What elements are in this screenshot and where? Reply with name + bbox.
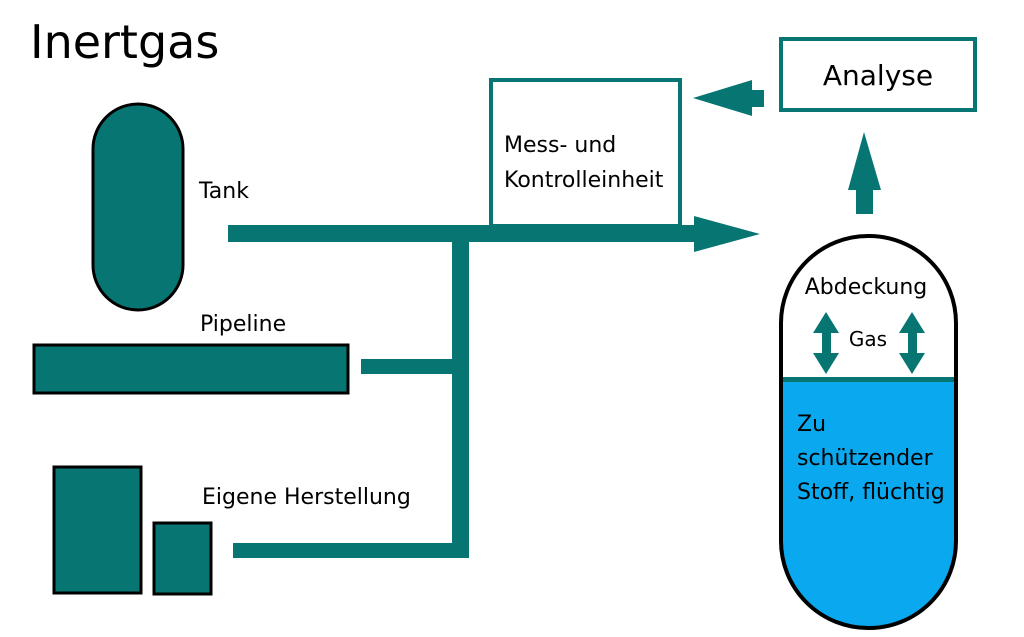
control-unit-box	[489, 78, 682, 228]
vessel-outline	[779, 234, 958, 630]
production-label: Eigene Herstellung	[202, 485, 411, 510]
sample-arrow-head	[848, 132, 881, 190]
main-pipe	[228, 225, 698, 242]
pipeline-branch	[361, 359, 461, 374]
substance-label-line2: schützender	[797, 446, 934, 471]
substance-label-line3: Stoff, flüchtig	[797, 480, 945, 505]
pipeline-shape	[32, 343, 350, 395]
blanket-label: Abdeckung	[805, 275, 928, 300]
gas-label: Gas	[849, 327, 887, 351]
tank-label: Tank	[198, 179, 249, 204]
gas-exchange-arrow-left	[813, 312, 839, 374]
feedback-arrow-head	[693, 80, 752, 116]
tank-shape	[91, 102, 185, 312]
diagram-title: Inertgas	[30, 15, 219, 69]
sample-arrow-shaft	[856, 188, 873, 214]
piping-network	[228, 216, 760, 558]
vertical-manifold	[452, 240, 469, 558]
substance-label-line1: Zu	[797, 412, 826, 437]
production-branch	[233, 543, 468, 558]
analysis-label: Analyse	[823, 59, 933, 92]
sample-arrow	[848, 132, 881, 214]
feedback-arrow	[693, 80, 764, 116]
control-unit-label-line1: Mess- und	[504, 133, 616, 158]
liquid-surface-line	[781, 377, 956, 382]
pipeline-label: Pipeline	[200, 312, 286, 337]
analysis-box	[779, 37, 977, 112]
production-block-small	[152, 521, 213, 596]
vessel-liquid	[781, 380, 956, 628]
main-flow-arrowhead	[694, 216, 760, 252]
gas-exchange-arrow-right	[899, 312, 925, 374]
control-unit-label-line2: Kontrolleinheit	[504, 168, 664, 193]
production-block-large	[52, 465, 143, 595]
feedback-arrow-shaft	[752, 90, 764, 107]
